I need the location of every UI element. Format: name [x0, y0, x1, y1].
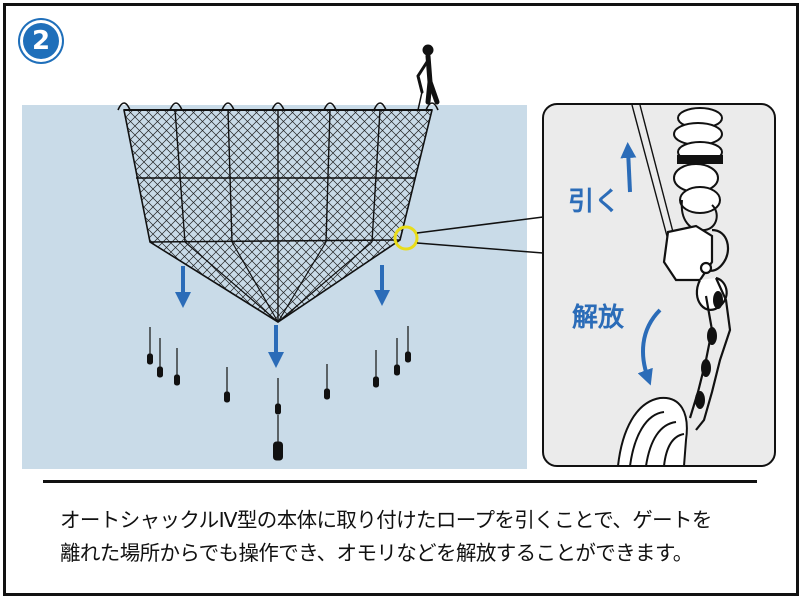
- description-line-2: 離れた場所からでも操作でき、オモリなどを解放することができます。: [60, 541, 693, 565]
- callout-connector: [416, 216, 544, 254]
- shackle-highlight-circle: [393, 225, 419, 251]
- description-line-1: オートシャックルⅣ型の本体に取り付けたロープを引くことで、ゲートを: [60, 508, 712, 532]
- release-label: 解放: [572, 302, 625, 333]
- pull-label: 引く: [568, 187, 620, 217]
- text-divider: [43, 480, 757, 483]
- shackle-detail-inset: 引く 解放: [542, 103, 776, 467]
- release-arrow: [637, 308, 662, 386]
- pull-arrow: [620, 142, 637, 193]
- person-figure: [416, 44, 440, 111]
- sinker-weights: [147, 326, 411, 461]
- description-text: オートシャックルⅣ型の本体に取り付けたロープを引くことで、ゲートを 離れた場所か…: [60, 504, 760, 570]
- fishing-net: [117, 102, 439, 323]
- sink-arrows: [175, 265, 390, 368]
- step-number-badge: 2: [20, 20, 62, 62]
